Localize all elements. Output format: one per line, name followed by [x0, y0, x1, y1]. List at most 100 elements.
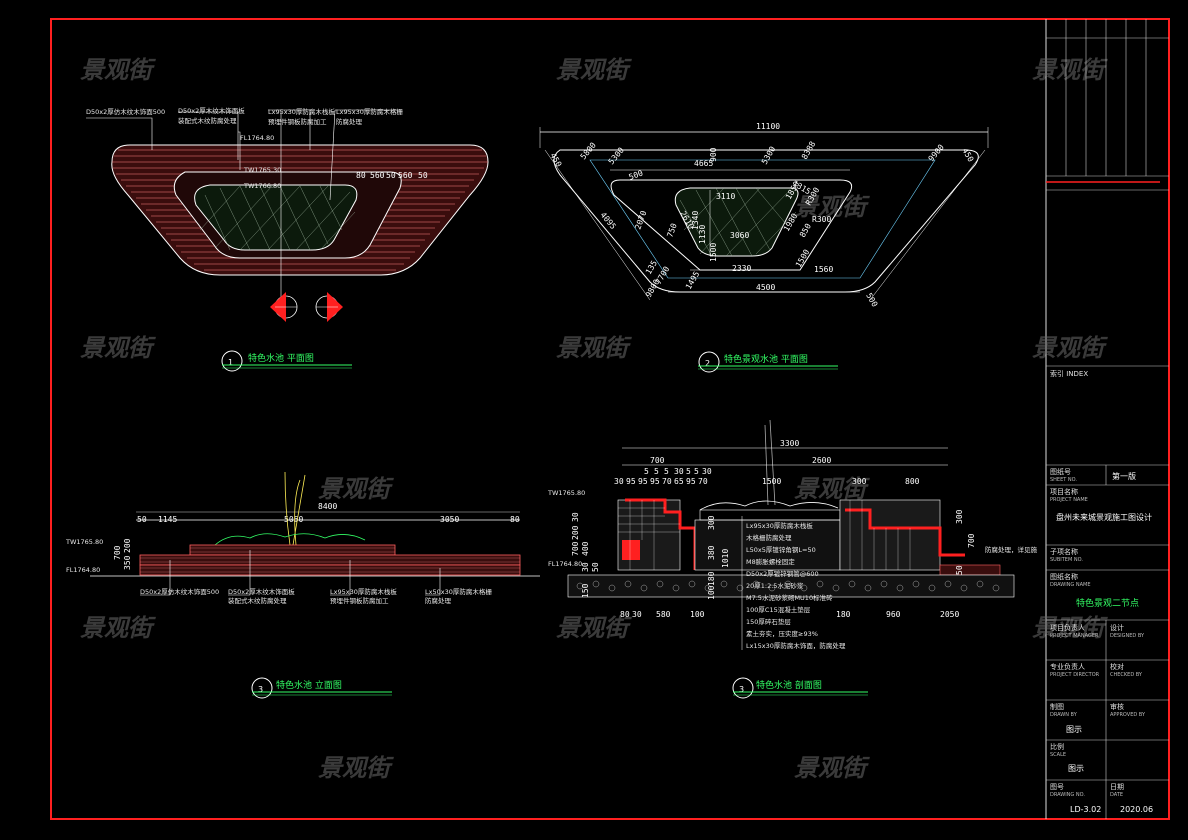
watermarks: 景观街 景观街 景观街 景观街 景观街 景观街 景观街 景观街 景观街 景观街 … [80, 56, 1108, 782]
planter-rim [699, 509, 841, 521]
tb-index-label: 索引 INDEX [1050, 369, 1088, 378]
view3-label: D50x2厚仿木纹木饰面500 [140, 587, 219, 596]
view-title: 特色水池 剖面图 [756, 679, 822, 691]
watermark: 景观街 [318, 754, 394, 782]
view3-label: D50x2厚木纹木饰面板 [228, 587, 295, 596]
dim-text: 580 [656, 610, 671, 619]
dim-text: 80 [356, 171, 366, 180]
dim-text: 5 [694, 467, 699, 476]
planting-hatch [199, 185, 356, 251]
elevation-tag: TW1765.80 [547, 489, 585, 497]
view4-center-dims: 300 380 1010 180 100 [707, 515, 730, 600]
base-tier [139, 564, 521, 576]
ornamental-grass [284, 471, 306, 546]
view1-leaders [86, 109, 400, 300]
dim-text: 2070 [633, 209, 648, 230]
layer-label: 150厚碎石垫层 [746, 617, 791, 626]
dim-text: 700 [650, 456, 665, 465]
dim-text: 9900 [927, 143, 946, 164]
view-number: 2 [705, 359, 710, 368]
tb-label: 子项名称 [1050, 547, 1078, 556]
dim-text: 2330 [732, 264, 751, 273]
tb-scale-value: 图示 [1068, 764, 1084, 773]
layer-label: L50x5厚镀锌角钢L=50 [746, 545, 816, 554]
view3-elevation: 8400 50 1145 5050 3050 80 TW1765.80 FL17… [65, 471, 540, 699]
tb-sublabel: CHECKED BY [1110, 672, 1143, 678]
dim-text: 1500 [709, 243, 718, 262]
layer-label: D50x2厚镀锌钢管@600 [746, 569, 819, 578]
dim-text: 1340 [691, 211, 700, 230]
dim-text: 1560 [814, 265, 833, 274]
dim-text: 4665 [694, 159, 713, 168]
view3-label: Lx50x30厚防腐木格栅 [425, 587, 492, 596]
tb-label: 项目名称 [1050, 487, 1078, 496]
dim-text: 1495 [684, 270, 702, 291]
dim-text: 350 [123, 555, 132, 570]
foundation-gravel [567, 574, 1015, 598]
dim-text: 5 [664, 467, 669, 476]
dim-text: 30 [632, 610, 642, 619]
dim-text: 2050 [940, 610, 959, 619]
layer-label: 木格栅防腐处理 [746, 533, 792, 542]
view4-right-dims: 300 700 50 [955, 509, 976, 575]
tb-sublabel: APPROVED BY [1110, 712, 1146, 718]
section-marker [270, 292, 298, 322]
dim-text: 30 [581, 562, 590, 572]
grass-stem [769, 419, 776, 506]
view-number-circle [221, 350, 243, 372]
dim-text: 300 [707, 515, 716, 530]
tb-sublabel: SHEET NO. [1050, 477, 1077, 483]
watermark: 景观街 [556, 334, 632, 362]
tb-sublabel: DRAWING NO. [1050, 792, 1085, 798]
watermark: 景观街 [794, 754, 870, 782]
gravel-hatch [576, 580, 1000, 592]
dim-text: 8400 [318, 502, 337, 511]
view3-leaders [140, 550, 441, 596]
dim-text: 50 [137, 515, 147, 524]
view-title: 特色水池 平面图 [248, 352, 314, 364]
tb-label: 制图 [1050, 702, 1064, 711]
planting-bed [194, 184, 358, 251]
dim-text: 80 [510, 515, 520, 524]
elevation-tag: FL1764.80 [548, 560, 582, 568]
dim-text: 380 [707, 545, 716, 560]
tb-sublabel: DESIGNED BY [1110, 633, 1145, 639]
dim-text: 450 [548, 152, 563, 169]
dim-text: 900 [709, 147, 718, 162]
dim-text: 450 [960, 147, 975, 164]
tb-sublabel: PROJECT MANAGER [1050, 633, 1099, 639]
dim-text: 95 [650, 477, 660, 486]
dim-text: 4095 [598, 211, 617, 232]
watermark: 景观街 [80, 56, 156, 84]
dim-text: 50 [386, 171, 396, 180]
layer-label: 素土夯实，压实度≥93% [746, 629, 818, 638]
watermark: 景观街 [80, 334, 156, 362]
tb-sublabel: PROJECT NAME [1050, 497, 1088, 503]
dim-text: 300 [955, 509, 964, 524]
dim-text: 5 [686, 467, 691, 476]
dim-text: 5300 [760, 145, 778, 166]
layer-label: M8膨胀螺栓固定 [746, 557, 795, 566]
view-number: 3 [258, 685, 263, 694]
view1-label: Lx95x30厚防腐木栈板 [268, 107, 335, 116]
elevation-tag: FL1764.80 [66, 566, 100, 574]
dim-text: 95 [686, 477, 696, 486]
tb-label: 设计 [1110, 623, 1124, 632]
dim-text: 4500 [756, 283, 775, 292]
tb-sheet-no: LD-3.02 [1070, 805, 1101, 814]
view3-label: 防腐处理 [425, 596, 452, 605]
watermark: 景观街 [80, 614, 156, 642]
tb-label: 专业负责人 [1050, 662, 1085, 671]
tb-label: 图号 [1050, 783, 1064, 791]
dim-text: 3110 [716, 192, 735, 201]
watermark: 景观街 [1032, 56, 1108, 84]
layer-label: 100厚C15混凝土垫层 [746, 605, 811, 614]
view1-label: 预埋件钢板防腐加工 [268, 117, 327, 126]
dim-text: 11100 [756, 122, 780, 131]
dim-text: 50 [418, 171, 428, 180]
dim-text: 30 [614, 477, 624, 486]
view3-label: 装配式木纹防腐处理 [228, 596, 287, 605]
dim-text: 180 [707, 571, 716, 586]
layer-label: Lx95x30厚防腐木栈板 [746, 521, 813, 530]
elevation-tag: TW1766.80 [243, 182, 281, 190]
